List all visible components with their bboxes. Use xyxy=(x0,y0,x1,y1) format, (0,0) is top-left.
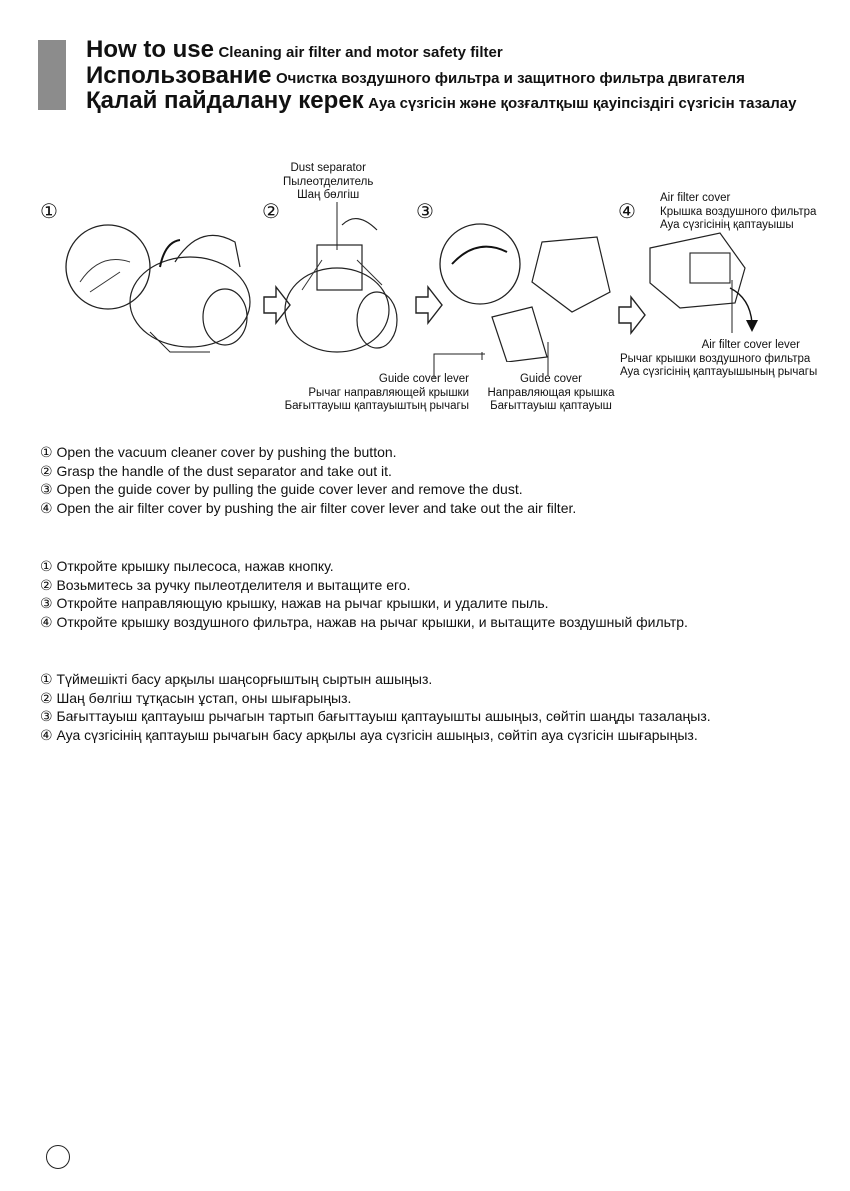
title-english-sub: Cleaning air filter and motor safety fil… xyxy=(218,44,503,61)
label-dust-separator: Dust separator Пылеотделитель Шаң бөлгіш xyxy=(283,162,374,201)
label-air-filter-cover: Air filter cover Крышка воздушного фильт… xyxy=(660,192,817,231)
instruction-en-4: ④ Open the air filter cover by pushing t… xyxy=(40,499,577,516)
title-russian-sub: Очистка воздушного фильтра и защитного ф… xyxy=(275,70,745,87)
section-marker-bar xyxy=(38,40,66,110)
title-kazakh-main: Қалай пайдалану керек xyxy=(86,87,364,114)
step3-illustration xyxy=(439,223,611,362)
title-english: How to use Cleaning air filter and motor… xyxy=(86,38,503,62)
label-guide-cover: Guide cover Направляющая крышка Бағыттау… xyxy=(487,373,615,412)
leader-lines xyxy=(433,342,549,378)
page-number-circle xyxy=(46,1145,70,1169)
step-number-2: ② xyxy=(262,201,280,223)
title-kazakh: Қалай пайдалану керек Ауа сүзгісін және … xyxy=(86,89,796,113)
label-air-filter-cover-lever: Air filter cover lever Рычаг крышки возд… xyxy=(620,339,818,378)
title-russian: Использование Очистка воздушного фильтра… xyxy=(86,64,745,88)
instruction-ru-3: ③ Откройте направляющую крышку, нажав на… xyxy=(40,595,549,612)
step1-illustration xyxy=(65,224,251,353)
instruction-kk-1: ① Түймешікті басу арқылы шаңсорғыштың сы… xyxy=(40,671,433,687)
step4-illustration xyxy=(649,232,758,333)
label-guide-cover-lever: Guide cover lever Рычаг направляющей кры… xyxy=(284,373,469,412)
step-number-4: ④ xyxy=(618,201,636,223)
step-number-1: ① xyxy=(40,201,58,223)
next-step-arrow-2 xyxy=(415,285,443,325)
title-kazakh-sub: Ауа сүзгісін және қозғалтқыш қауіпсіздіг… xyxy=(368,95,797,112)
instruction-kk-3: ③ Бағыттауыш қаптауыш рычагын тартып бағ… xyxy=(40,708,711,725)
instruction-ru-4: ④ Откройте крышку воздушного фильтра, на… xyxy=(40,613,688,630)
step2-illustration xyxy=(284,202,398,353)
instruction-en-1: ① Open the vacuum cleaner cover by pushi… xyxy=(40,444,397,460)
title-russian-main: Использование xyxy=(86,62,272,89)
instruction-kk-2: ② Шаң бөлгіш тұтқасын ұстап, оны шығарың… xyxy=(40,689,352,706)
instruction-kk-4: ④ Ауа сүзгісінің қаптауыш рычагын басу а… xyxy=(40,726,698,743)
instruction-en-3: ③ Open the guide cover by pulling the gu… xyxy=(40,481,523,498)
instructions-russian: ① Откройте крышку пылесоса, нажав кнопку… xyxy=(40,557,688,631)
instruction-ru-2: ② Возьмитесь за ручку пылеотделителя и в… xyxy=(40,576,411,593)
instructions-kazakh: ① Түймешікті басу арқылы шаңсорғыштың сы… xyxy=(40,670,711,744)
instruction-ru-1: ① Откройте крышку пылесоса, нажав кнопку… xyxy=(40,558,334,574)
next-step-arrow-1 xyxy=(263,285,291,325)
next-step-arrow-3 xyxy=(618,295,646,335)
step-number-3: ③ xyxy=(416,201,434,223)
instruction-en-2: ② Grasp the handle of the dust separator… xyxy=(40,462,392,479)
instructions-english: ① Open the vacuum cleaner cover by pushi… xyxy=(40,443,576,517)
title-english-main: How to use xyxy=(86,36,215,63)
